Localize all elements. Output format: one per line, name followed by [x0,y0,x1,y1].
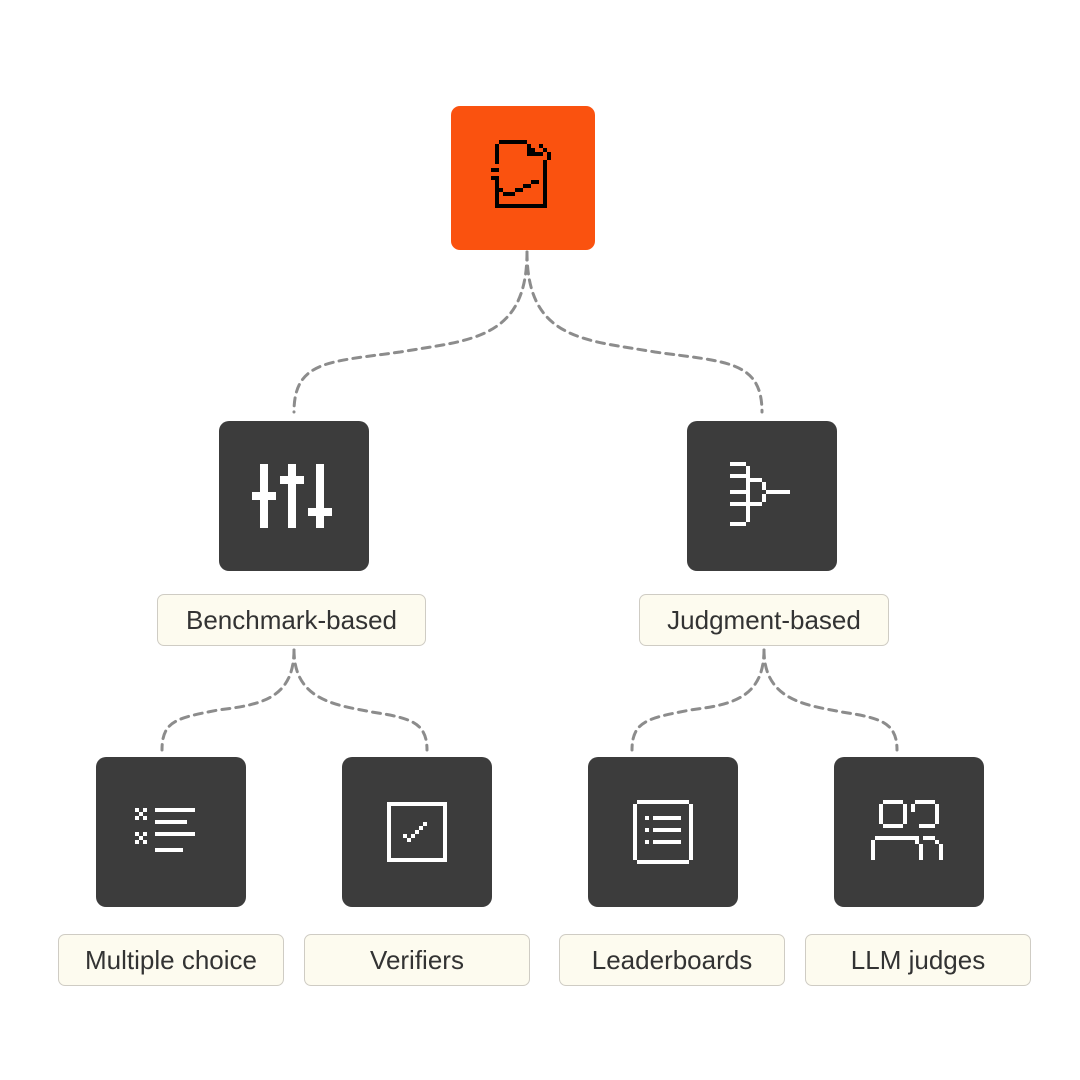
connector-root-judgment [525,250,764,414]
root-node [451,106,595,250]
benchmark-label-text: Benchmark-based [186,604,397,635]
users-icon [871,800,943,860]
checklist-icon [135,808,195,852]
leaderboards-label: Leaderboards [559,934,785,986]
leaderboards-label-text: Leaderboards [591,944,753,975]
multiple-choice-label: Multiple choice [58,934,284,986]
document-check-icon [491,140,551,208]
logic-gate-icon [730,462,790,526]
multiple-choice-label-text: Multiple choice [85,944,257,975]
llm-judges-label-text: LLM judges [850,944,986,975]
leaderboards-node [588,757,738,907]
judgment-label: Judgment-based [639,594,889,646]
list-window-icon [633,800,693,864]
connector-benchmark-multiple-choice [160,648,296,752]
judgment-node [687,421,837,571]
benchmark-label: Benchmark-based [157,594,426,646]
verifiers-label: Verifiers [304,934,530,986]
connector-benchmark-verifiers [292,648,429,752]
judgment-label-text: Judgment-based [667,604,861,635]
llm-judges-label: LLM judges [805,934,1031,986]
sliders-icon [252,464,332,528]
verifiers-label-text: Verifiers [370,944,464,975]
llm-judges-node [834,757,984,907]
connector-root-benchmark [292,250,529,414]
benchmark-node [219,421,369,571]
checkbox-icon [387,802,447,862]
verifiers-node [342,757,492,907]
connector-judgment-leaderboards [630,648,766,752]
connector-judgment-llm-judges [762,648,899,752]
multiple-choice-node [96,757,246,907]
